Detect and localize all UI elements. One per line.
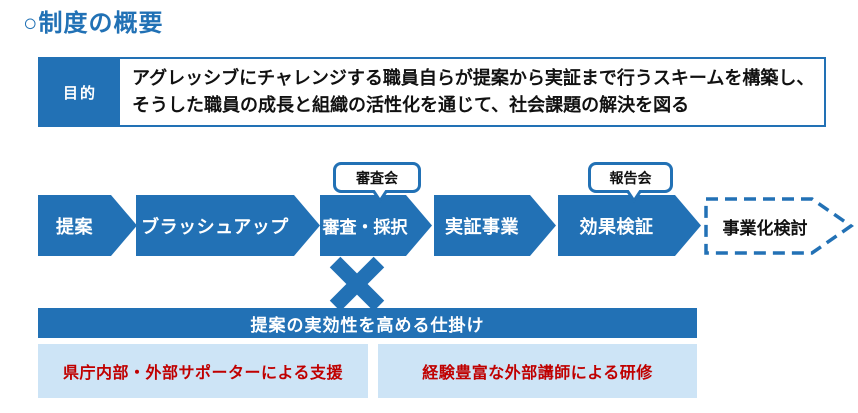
purpose-label: 目的 (40, 59, 120, 125)
multiply-connector-icon (329, 256, 385, 311)
callout-tail (374, 189, 386, 198)
callout-report-meeting-label: 報告会 (609, 169, 652, 186)
flow-step-demonstration-project: 実証事業 (434, 195, 556, 256)
flow-step-proposal: 提案 (38, 195, 137, 256)
purpose-text: アグレッシブにチャレンジする職員自らが提案から実証まで行うスキームを構築し、 そ… (120, 59, 824, 125)
flow-step-commercialization-study-label: 事業化検討 (722, 218, 808, 238)
flow-step-brushup: ブラッシュアップ (136, 195, 320, 256)
purpose-text-line2: そうした職員の成長と組織の活性化を通じて、社会課題の解決を図る (132, 95, 690, 115)
flow-step-commercialization-study: 事業化検討 (704, 197, 854, 255)
callout-report-meeting: 報告会 (588, 162, 673, 203)
mechanism-header: 提案の実効性を高める仕掛け (38, 308, 697, 338)
purpose-text-line1: アグレッシブにチャレンジする職員自らが提案から実証まで行うスキームを構築し、 (132, 68, 815, 88)
flow-step-effect-verification: 効果検証 (558, 195, 701, 256)
page-title: ○制度の概要 (23, 10, 164, 37)
dashed-arrow-outline-icon (704, 197, 854, 255)
callout-tail (627, 189, 640, 198)
callout-review-meeting: 審査会 (333, 162, 421, 203)
purpose-box: 目的 アグレッシブにチャレンジする職員自らが提案から実証まで行うスキームを構築し… (38, 57, 826, 127)
mechanism-item-training: 経験豊富な外部講師による研修 (378, 344, 697, 398)
flow-step-review-adoption: 審査・採択 (320, 195, 432, 256)
mechanism-item-support: 県庁内部・外部サポーターによる支援 (38, 344, 368, 398)
callout-review-meeting-label: 審査会 (356, 169, 398, 186)
